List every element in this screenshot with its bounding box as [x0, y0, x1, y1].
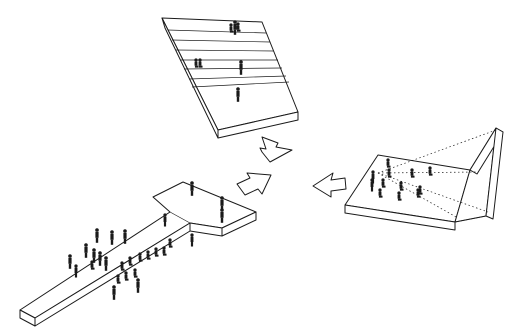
person-figure [84, 243, 88, 258]
person-figure [112, 285, 116, 300]
flow-arrow-up-right [237, 173, 271, 195]
platform-top-surface [162, 18, 298, 130]
person-figure [190, 233, 193, 246]
person-figure [68, 254, 72, 269]
flow-arrow-left [313, 173, 346, 197]
projection-room-platform [345, 128, 503, 230]
person-figure [116, 274, 120, 283]
person-figure [95, 228, 99, 243]
person-figure [124, 271, 128, 280]
flow-arrow-down [260, 137, 292, 162]
person-figure [110, 230, 114, 245]
person-figure [133, 268, 137, 277]
stepped-seating-platform [162, 18, 298, 138]
person-figure [162, 246, 166, 255]
person-figure [136, 278, 140, 293]
